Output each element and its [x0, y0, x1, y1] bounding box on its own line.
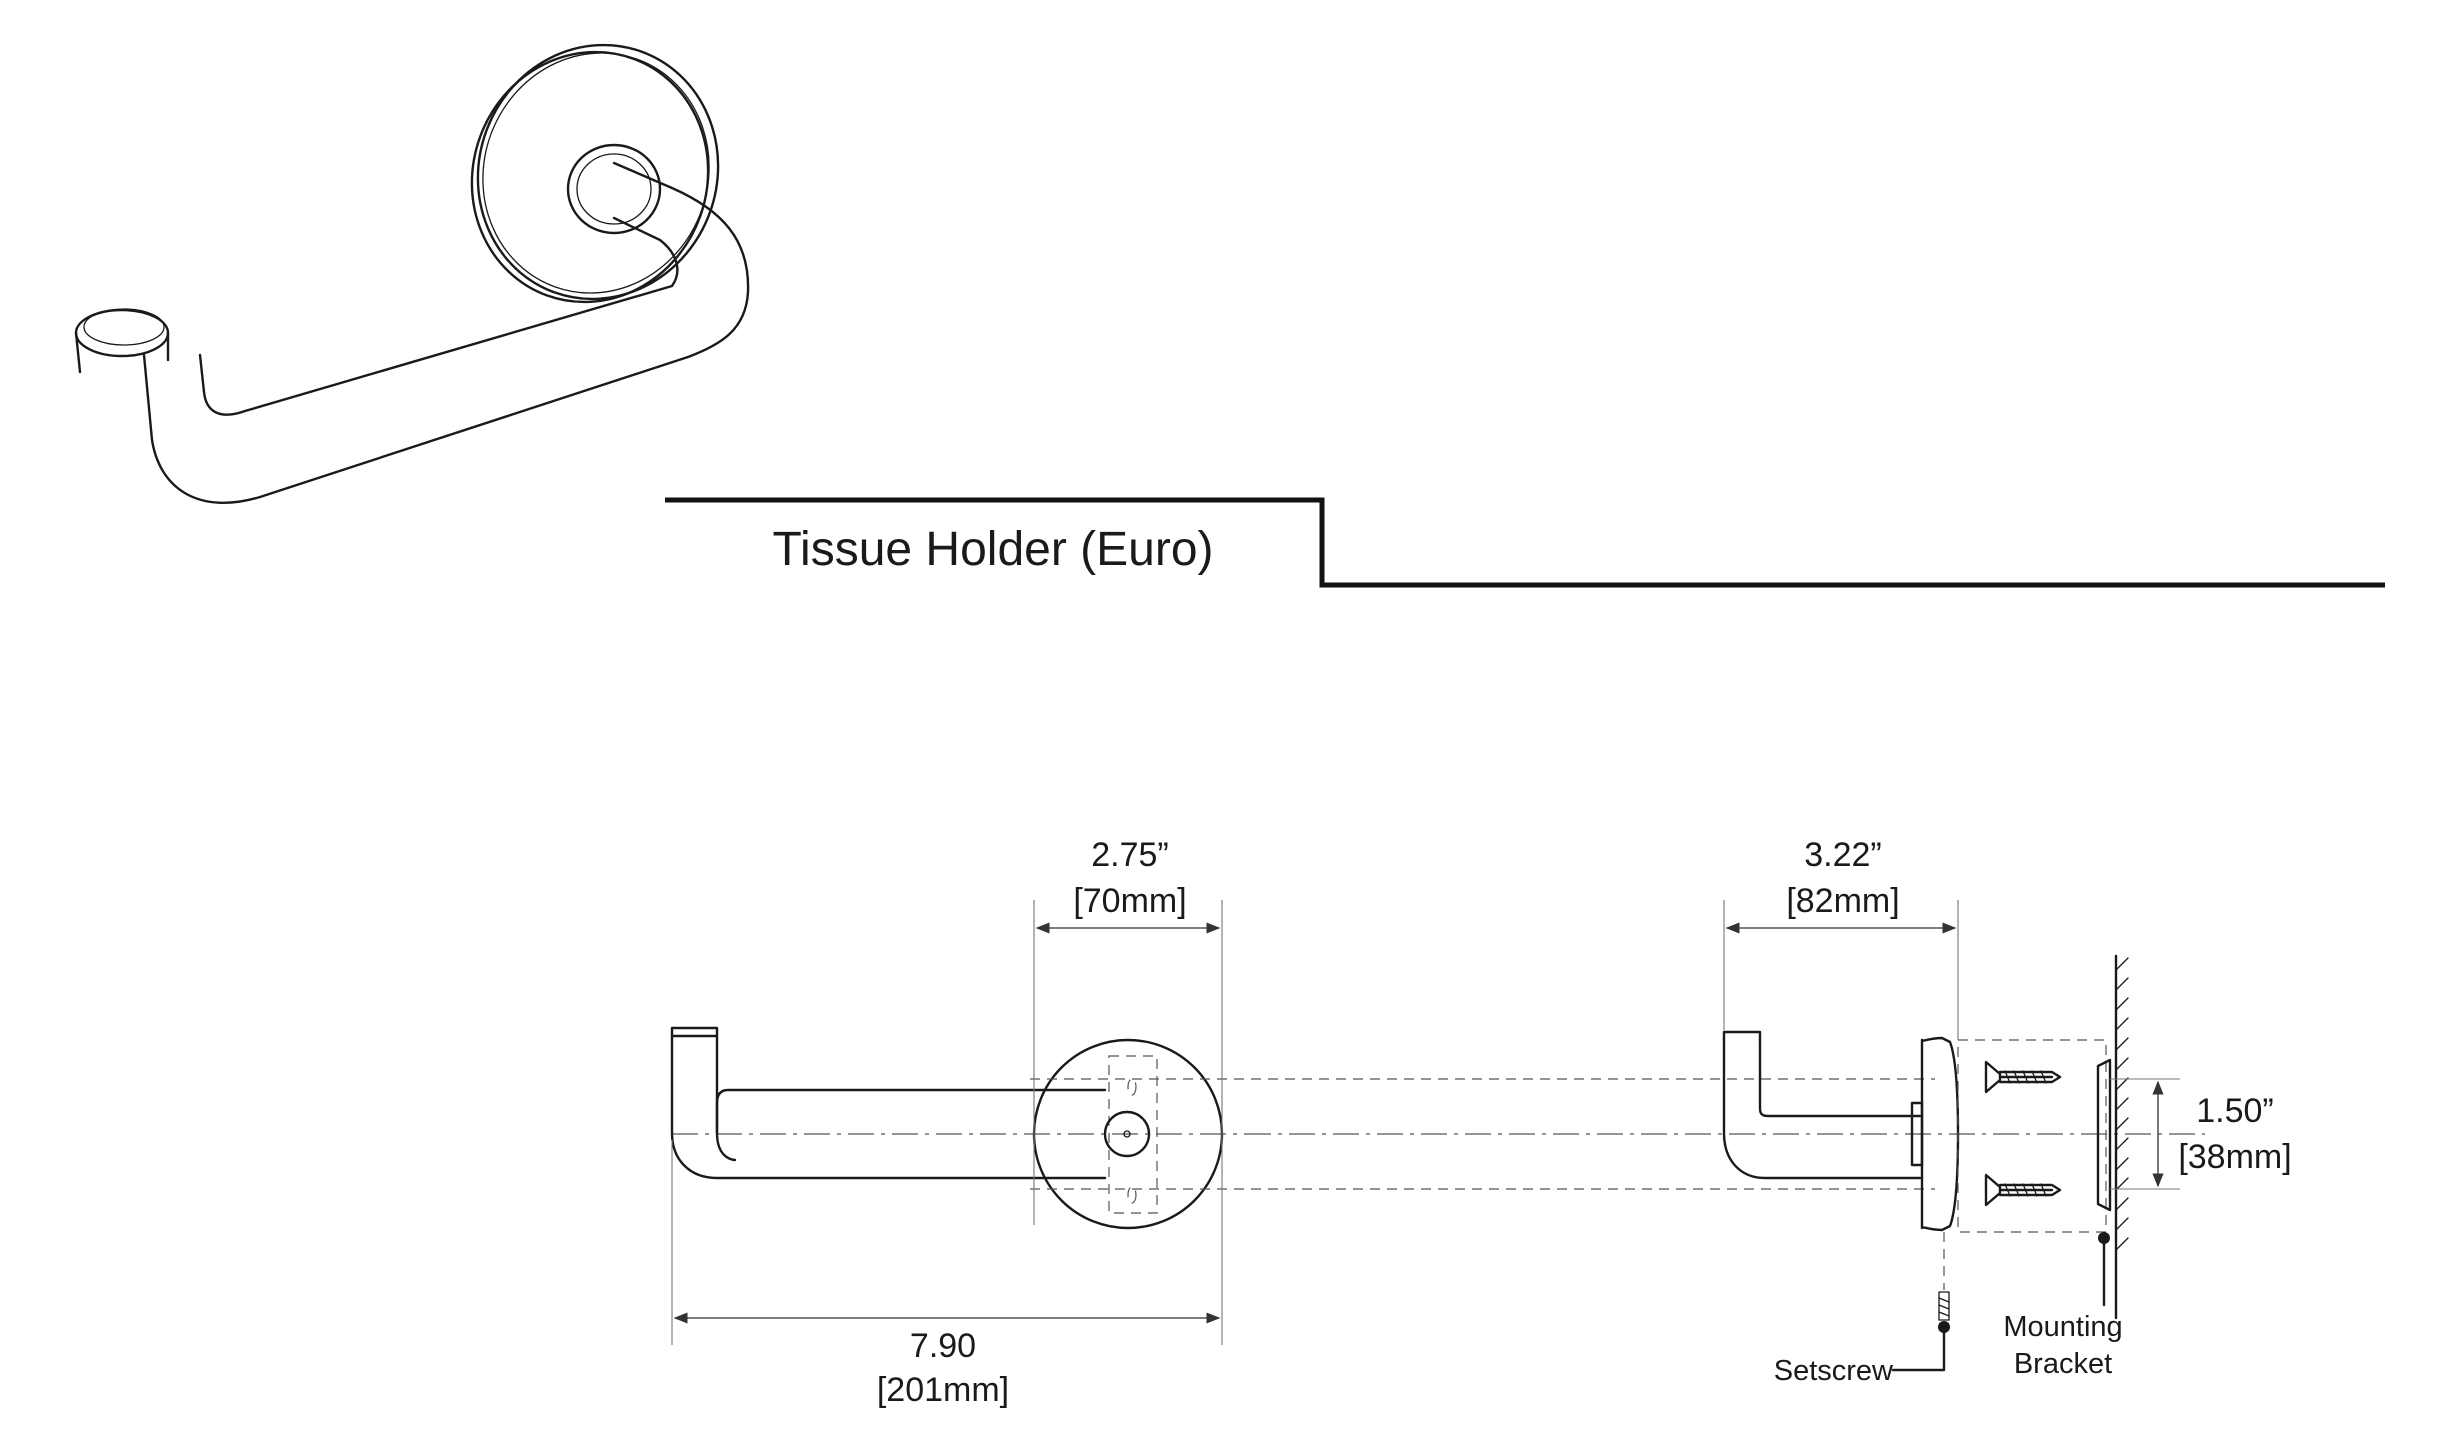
title-block: Tissue Holder (Euro)	[665, 497, 2385, 588]
side-bar	[1722, 1038, 1922, 1180]
flange-collar-outer	[566, 143, 662, 235]
dim-height-metric: [38mm]	[2178, 1138, 2291, 1176]
dim-proj-metric: [82mm]	[1786, 882, 1899, 920]
side-bar-tip	[1722, 1030, 1762, 1042]
front-bracket-hidden	[1108, 1055, 1158, 1214]
bar-outer-edge	[142, 161, 750, 505]
front-bar-tip	[670, 1026, 719, 1038]
side-view: 3.22” [82mm] 1.50” [38mm] Setscrew Mount…	[1722, 836, 2292, 1387]
flange-inner-rim	[482, 52, 710, 294]
setscrew-label: Setscrew	[1774, 1355, 1894, 1387]
page-title: Tissue Holder (Euro)	[772, 523, 1213, 576]
mounting-label-line1: Mounting	[2003, 1311, 2122, 1343]
isometric-view	[74, 43, 750, 505]
front-bar	[670, 1034, 1107, 1180]
setscrew-icon	[1938, 1291, 1950, 1321]
setscrew-threads	[1938, 1297, 1950, 1317]
side-wall-hatch	[2115, 957, 2129, 1251]
front-bracket-slot-top	[1127, 1078, 1137, 1096]
side-mounting-plate	[2096, 1058, 2112, 1212]
dim-mount-metric: [70mm]	[1073, 882, 1186, 920]
flange-collar-inner	[576, 153, 652, 225]
front-bracket-slot-bottom	[1127, 1186, 1137, 1204]
flange-back-rim	[476, 43, 720, 301]
title-rule	[665, 497, 2385, 588]
mounting-label-line2: Bracket	[2014, 1348, 2112, 1380]
side-bracket-hidden	[1957, 1039, 2107, 1233]
end-cap-top	[83, 308, 165, 346]
end-cap-side	[74, 331, 170, 374]
front-bar-collar	[1103, 1110, 1151, 1158]
front-bar-top	[670, 1034, 719, 1135]
bar-inner-edge	[198, 216, 679, 416]
dim-length-metric: [201mm]	[877, 1371, 1009, 1409]
side-screw-top	[1984, 1060, 2062, 1094]
front-bar-collar-inner	[1123, 1130, 1131, 1138]
dim-length-imperial: 7.90	[910, 1327, 976, 1365]
side-screw-bottom	[1984, 1173, 2062, 1207]
dim-mount-imperial: 2.75”	[1091, 836, 1169, 874]
flange-face	[470, 50, 710, 304]
dim-height-imperial: 1.50”	[2196, 1092, 2274, 1130]
dim-proj-imperial: 3.22”	[1804, 836, 1882, 874]
setscrew-leader	[1891, 1325, 1946, 1372]
front-view: 2.75” [70mm] 7.90 [201mm]	[670, 836, 2205, 1409]
